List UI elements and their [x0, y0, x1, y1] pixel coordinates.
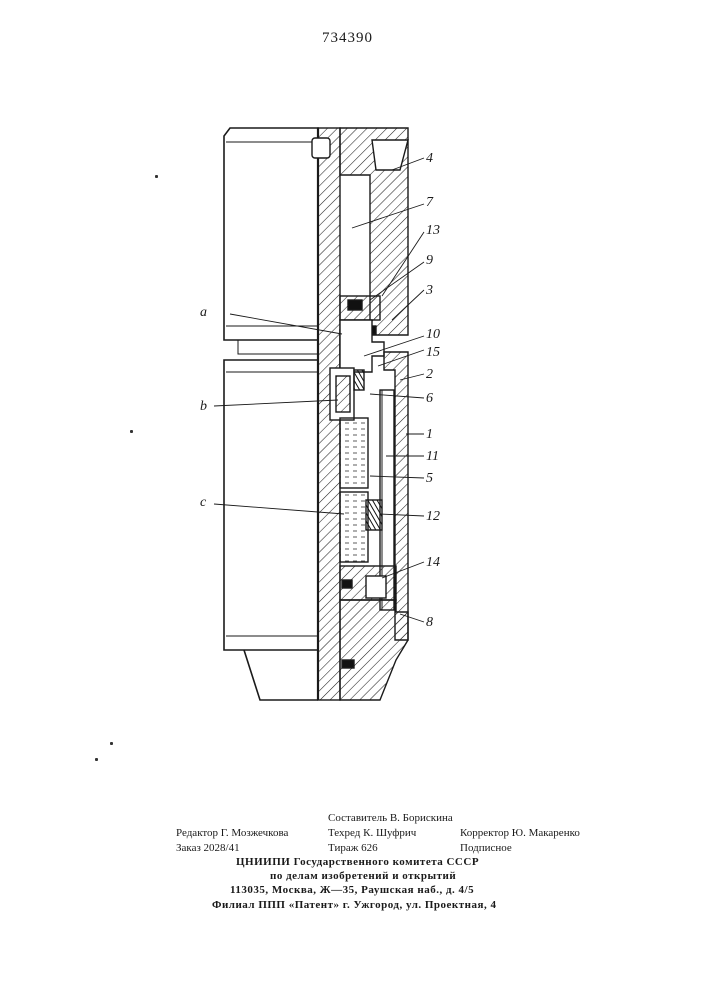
- callout-a: a: [200, 305, 207, 320]
- callout-15: 15: [426, 345, 440, 360]
- callout-11: 11: [426, 449, 439, 464]
- speck: [155, 175, 158, 178]
- callout-5: 5: [426, 471, 433, 486]
- callout-13: 13: [426, 223, 440, 238]
- corrector-line: Корректор Ю. Макаренко: [460, 827, 580, 839]
- technical-drawing: 4 7 13 9 3 a 10 15 2 b 6 1 11 5 c 12 14 …: [0, 0, 707, 760]
- branch-line: Филиал ППП «Патент» г. Ужгород, ул. Прое…: [212, 899, 496, 911]
- speck: [110, 742, 113, 745]
- callout-3: 3: [425, 283, 433, 298]
- callout-14: 14: [426, 555, 440, 570]
- callout-10: 10: [426, 327, 440, 342]
- speck: [95, 758, 98, 761]
- address-line: 113035, Москва, Ж—35, Раушская наб., д. …: [230, 884, 474, 896]
- callout-c: c: [200, 495, 207, 510]
- institute-line-2: по делам изобретений и открытий: [270, 870, 456, 882]
- circulation-line: Тираж 626: [328, 842, 378, 854]
- callout-7: 7: [426, 195, 434, 210]
- speck: [130, 430, 133, 433]
- callout-1: 1: [426, 427, 433, 442]
- callout-b: b: [200, 399, 207, 414]
- techred-line: Техред К. Шуфрич: [328, 827, 416, 839]
- compiler-line: Составитель В. Борискина: [328, 812, 453, 824]
- order-line: Заказ 2028/41: [176, 842, 240, 854]
- callout-9: 9: [426, 253, 433, 268]
- callout-4: 4: [426, 151, 433, 166]
- callout-8: 8: [426, 615, 433, 630]
- institute-line: ЦНИИПИ Государственного комитета СССР: [236, 856, 479, 868]
- editor-line: Редактор Г. Мозжечкова: [176, 827, 288, 839]
- outer-body-view: [224, 128, 318, 700]
- callout-12: 12: [426, 509, 440, 524]
- callout-6: 6: [426, 391, 433, 406]
- callout-2: 2: [426, 367, 433, 382]
- subscription-line: Подписное: [460, 842, 512, 854]
